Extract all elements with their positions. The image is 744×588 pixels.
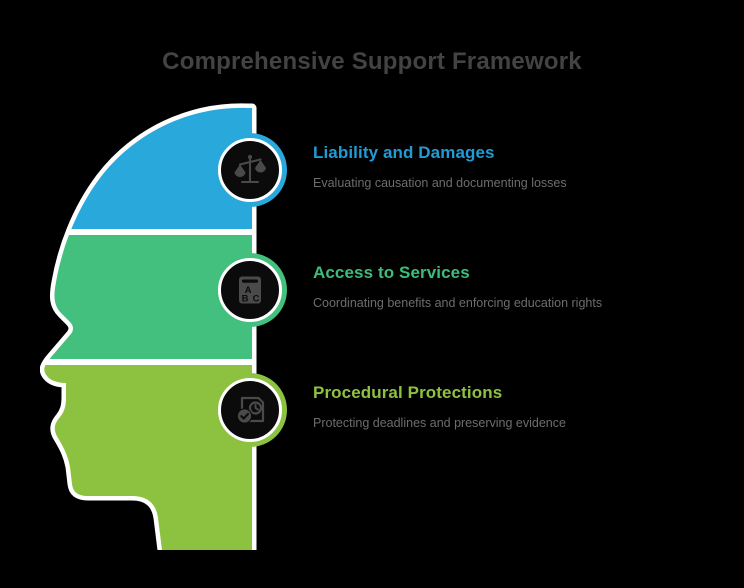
- badge-disc-1: [218, 138, 282, 202]
- item-subtitle-1: Evaluating causation and documenting los…: [313, 176, 567, 190]
- item-heading-2: Access to Services: [313, 263, 470, 282]
- item-row-1: Liability and Damages Evaluating causati…: [313, 143, 713, 190]
- balance-scale-icon: [234, 154, 266, 184]
- badge-disc-2: A B C: [218, 258, 282, 322]
- svg-text:B: B: [242, 294, 249, 305]
- svg-text:A: A: [245, 285, 252, 296]
- item-row-2: Access to Services Coordinating benefits…: [313, 263, 713, 310]
- badge-disc-3: [218, 378, 282, 442]
- document-clock-check-icon: [236, 396, 265, 424]
- svg-text:C: C: [253, 294, 260, 305]
- item-heading-3: Procedural Protections: [313, 383, 503, 402]
- item-row-3: Procedural Protections Protecting deadli…: [313, 383, 713, 430]
- badge-access-to-services[interactable]: A B C: [213, 253, 287, 327]
- badge-procedural-protections[interactable]: [213, 373, 287, 447]
- page-title: Comprehensive Support Framework: [162, 48, 582, 75]
- abc-book-icon: A B C: [239, 276, 261, 305]
- band-dividers: [44, 229, 253, 365]
- item-subtitle-3: Protecting deadlines and preserving evid…: [313, 416, 566, 430]
- badge-liability-and-damages[interactable]: [213, 133, 287, 207]
- item-subtitle-2: Coordinating benefits and enforcing educ…: [313, 296, 603, 310]
- item-heading-1: Liability and Damages: [313, 143, 495, 162]
